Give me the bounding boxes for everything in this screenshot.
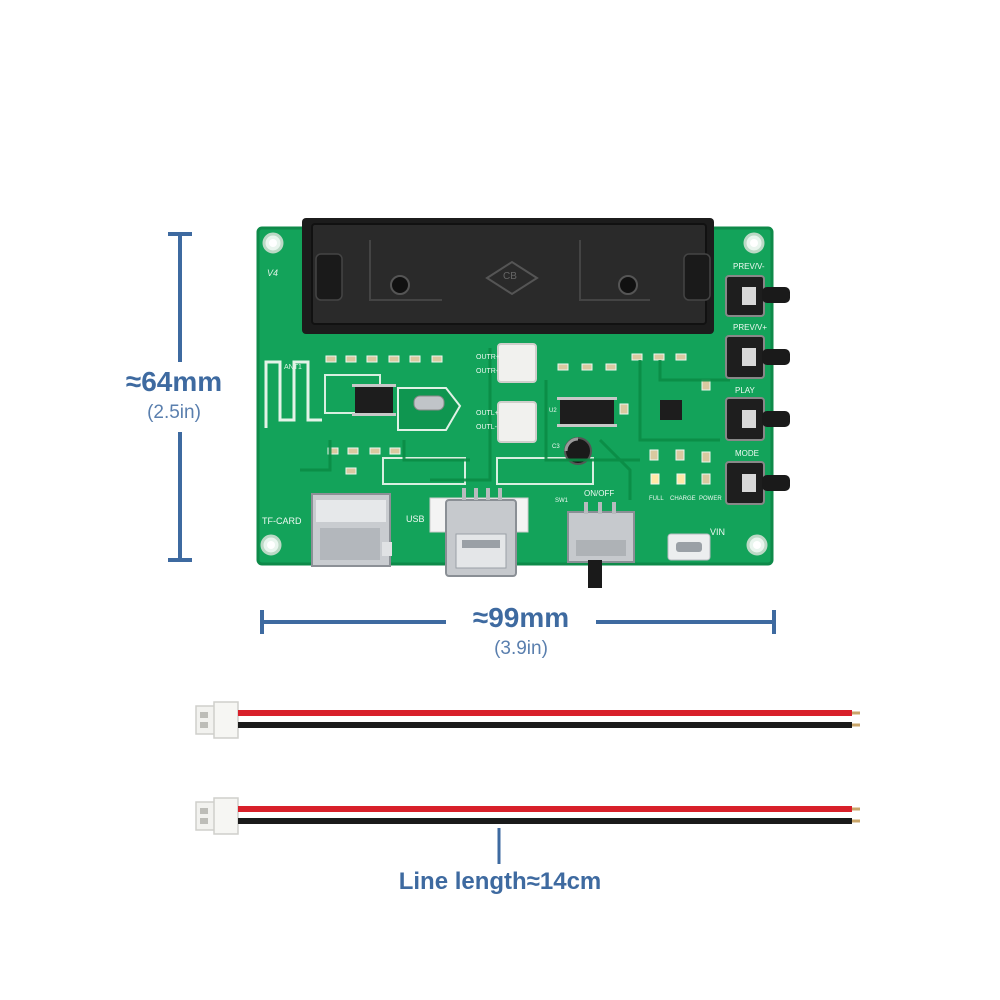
battery-holder [302, 218, 714, 334]
on-off-switch [567, 502, 635, 588]
speaker-connector-left [497, 401, 537, 443]
width-dimension-sublabel: (3.9in) [494, 638, 548, 659]
power-led-label: POWER [699, 496, 722, 502]
cable-bottom [195, 797, 860, 835]
width-dimension-label: ≈99mm [472, 602, 570, 633]
height-dimension-label: ≈64mm [125, 366, 223, 397]
width-label-background [446, 600, 596, 660]
cable-top [195, 701, 860, 739]
width-dimension-cap-right [772, 610, 776, 634]
outl-plus-label: OUTL+ [476, 410, 499, 417]
status-leds [650, 473, 686, 485]
pcb-traces [300, 348, 730, 500]
outr-plus-label: OUTR+ [476, 354, 500, 361]
tf-card-slot [311, 493, 392, 567]
antenna-trace [264, 360, 322, 428]
outl-minus-label: OUTL- [476, 424, 497, 431]
width-dimension-cap-left [260, 610, 264, 634]
height-dimension-cap-bottom [168, 558, 192, 562]
charge-led-label: CHARGE [670, 496, 696, 502]
c3-label: C3 [552, 444, 560, 450]
board-version-label: V4 [267, 268, 279, 278]
outr-minus-label: OUTR- [476, 368, 499, 375]
speaker-connector-right [497, 343, 537, 383]
full-led-label: FULL [649, 496, 664, 502]
height-label-background [108, 362, 240, 432]
mounting-holes [260, 232, 768, 556]
play-label: PLAY [735, 386, 755, 395]
prev-volume-down-label: PREV/V- [733, 262, 765, 271]
usb-label: USB [406, 514, 425, 524]
chip-charger [660, 400, 682, 420]
antenna-label: ANT1 [284, 364, 302, 371]
sw1-label: SW1 [555, 498, 569, 504]
height-dimension-cap-top [168, 232, 192, 236]
micro-usb-port [667, 533, 711, 561]
mode-label: MODE [735, 449, 759, 458]
height-dimension-sublabel: (2.5in) [147, 402, 201, 423]
crystal-oscillator [413, 395, 445, 411]
tactile-buttons [725, 275, 790, 505]
on-off-label: ON/OFF [584, 489, 615, 498]
battery-holder-mark: CB [503, 271, 517, 282]
usb-port [429, 488, 529, 577]
chip-amplifier [557, 397, 617, 427]
vin-label: VIN [710, 527, 726, 537]
tf-card-label: TF-CARD [262, 516, 302, 526]
u2-label: U2 [549, 408, 557, 414]
cable-length-label: Line length≈14cm [398, 868, 602, 895]
chip-main [352, 384, 396, 416]
smd-components [325, 353, 711, 485]
prev-volume-up-label: PREV/V+ [733, 323, 768, 332]
